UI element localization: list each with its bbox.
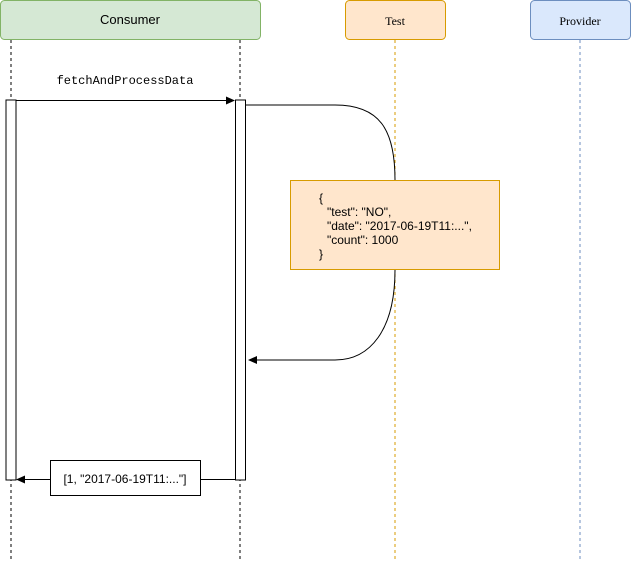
- participant-provider-label: Provider: [559, 14, 600, 28]
- participant-test-box: [345, 0, 446, 40]
- payload-note-line-5: }: [319, 247, 323, 261]
- participant-provider[interactable]: Provider: [530, 0, 631, 40]
- payload-note-line-2: "test": "NO",: [327, 205, 391, 219]
- return-message-label: [1, "2017-06-19T11:..."]: [63, 472, 186, 486]
- self-call-curve-out: [246, 104, 396, 181]
- payload-note[interactable]: { "test": "NO", "date": "2017-06-19T11:.…: [290, 180, 500, 270]
- participant-consumer[interactable]: Consumer: [0, 0, 261, 40]
- consumer-activation-bar: [5, 99, 17, 481]
- participant-test[interactable]: Test: [345, 0, 446, 40]
- participant-consumer-box: [0, 0, 261, 40]
- participant-test-label: Test: [385, 14, 405, 28]
- return-message-box: [50, 460, 201, 496]
- payload-note-box: [290, 180, 500, 270]
- call-message-label: fetchAndProcessData: [57, 74, 194, 88]
- participant-consumer-label: Consumer: [100, 12, 161, 27]
- payload-note-line-4: "count": 1000: [327, 233, 399, 247]
- process-activation-bar: [235, 99, 246, 481]
- return-message-label-box[interactable]: [1, "2017-06-19T11:..."]: [50, 460, 201, 496]
- payload-note-line-3: "date": "2017-06-19T11:...",: [327, 219, 472, 233]
- self-call-curve-in: [248, 269, 396, 364]
- payload-note-line-1: {: [319, 191, 323, 205]
